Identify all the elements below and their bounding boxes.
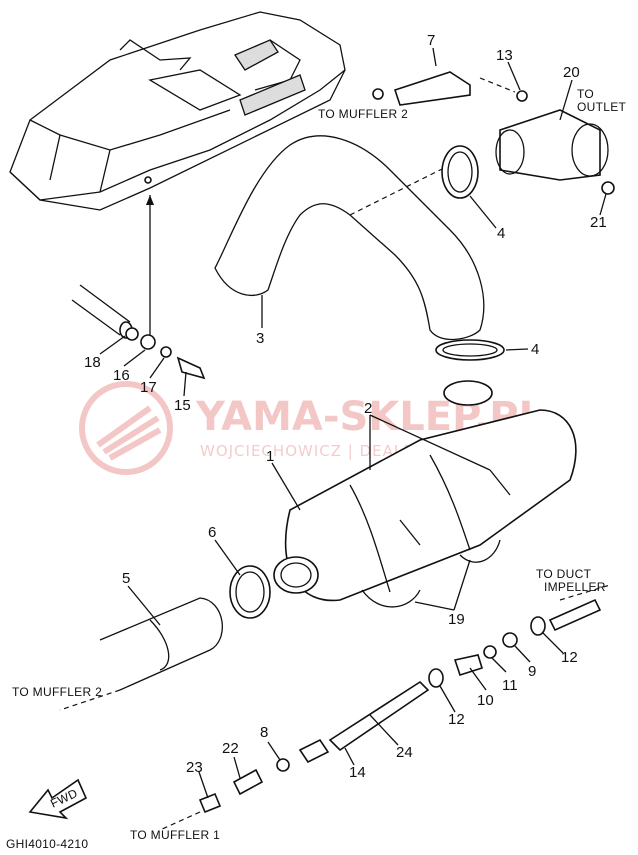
callout-4-middle: 4: [531, 341, 539, 358]
to-duct-line1: TO DUCT: [536, 567, 592, 581]
hose-clamp-4-middle: [435, 339, 505, 361]
callout-9: 9: [528, 663, 536, 680]
callout-16: 16: [113, 367, 130, 384]
callout-14: 14: [349, 764, 366, 781]
callout-6: 6: [208, 524, 216, 541]
callout-24: 24: [396, 744, 413, 761]
callout-12-left: 12: [448, 711, 465, 728]
to-muffler-2-top: TO MUFFLER 2: [318, 107, 408, 121]
callout-7: 7: [427, 32, 435, 49]
hose-7: [372, 71, 528, 106]
callout-13: 13: [496, 47, 513, 64]
seat-cushion: [239, 74, 306, 116]
callout-12-right: 12: [561, 649, 578, 666]
to-duct-line2: IMPELLER: [544, 580, 606, 594]
vent-hose-assembly: [71, 284, 206, 380]
drawing-code: GHI4010-4210: [6, 837, 88, 851]
watercraft-drawing: [9, 11, 346, 211]
callout-10: 10: [477, 692, 494, 709]
mounting-bands-19: [361, 539, 501, 608]
callout-numbers: 7 13 20 21 4 3 4 2 1 6 5 19 12 9 11 10 1…: [84, 32, 607, 781]
exhaust-hose-5: [59, 597, 223, 711]
callout-4-top: 4: [497, 225, 505, 242]
outlet-assembly: [495, 109, 615, 195]
callout-21: 21: [590, 214, 607, 231]
callout-8: 8: [260, 724, 268, 741]
muffler-1: [273, 380, 577, 602]
callout-11: 11: [502, 677, 518, 694]
drain-pipe-24: [159, 680, 430, 831]
watermark-logo-mark: [96, 405, 162, 461]
to-outlet-line1: TO: [577, 87, 594, 101]
duct-fittings: [428, 584, 611, 688]
callout-5: 5: [122, 570, 130, 587]
callout-23: 23: [186, 759, 203, 776]
hose-clamp-6: [229, 565, 271, 619]
to-muffler-1: TO MUFFLER 1: [130, 828, 220, 842]
callout-17: 17: [140, 379, 157, 396]
hose-clamp-4-top: [441, 145, 479, 199]
leader-lines: [99, 47, 607, 799]
callout-2: 2: [364, 400, 372, 417]
callout-20: 20: [563, 64, 580, 81]
callout-15: 15: [174, 397, 191, 414]
callout-18: 18: [84, 354, 101, 371]
to-muffler-2-left: TO MUFFLER 2: [12, 685, 102, 699]
fwd-arrow: FWD: [28, 778, 88, 820]
to-outlet-line2: OUTLET: [577, 100, 627, 114]
callout-3: 3: [256, 330, 264, 347]
callout-1: 1: [266, 448, 274, 465]
callout-22: 22: [222, 740, 239, 757]
watermark-logo: [79, 381, 173, 475]
callout-19: 19: [448, 611, 465, 628]
seat-cushion-2: [234, 39, 279, 71]
